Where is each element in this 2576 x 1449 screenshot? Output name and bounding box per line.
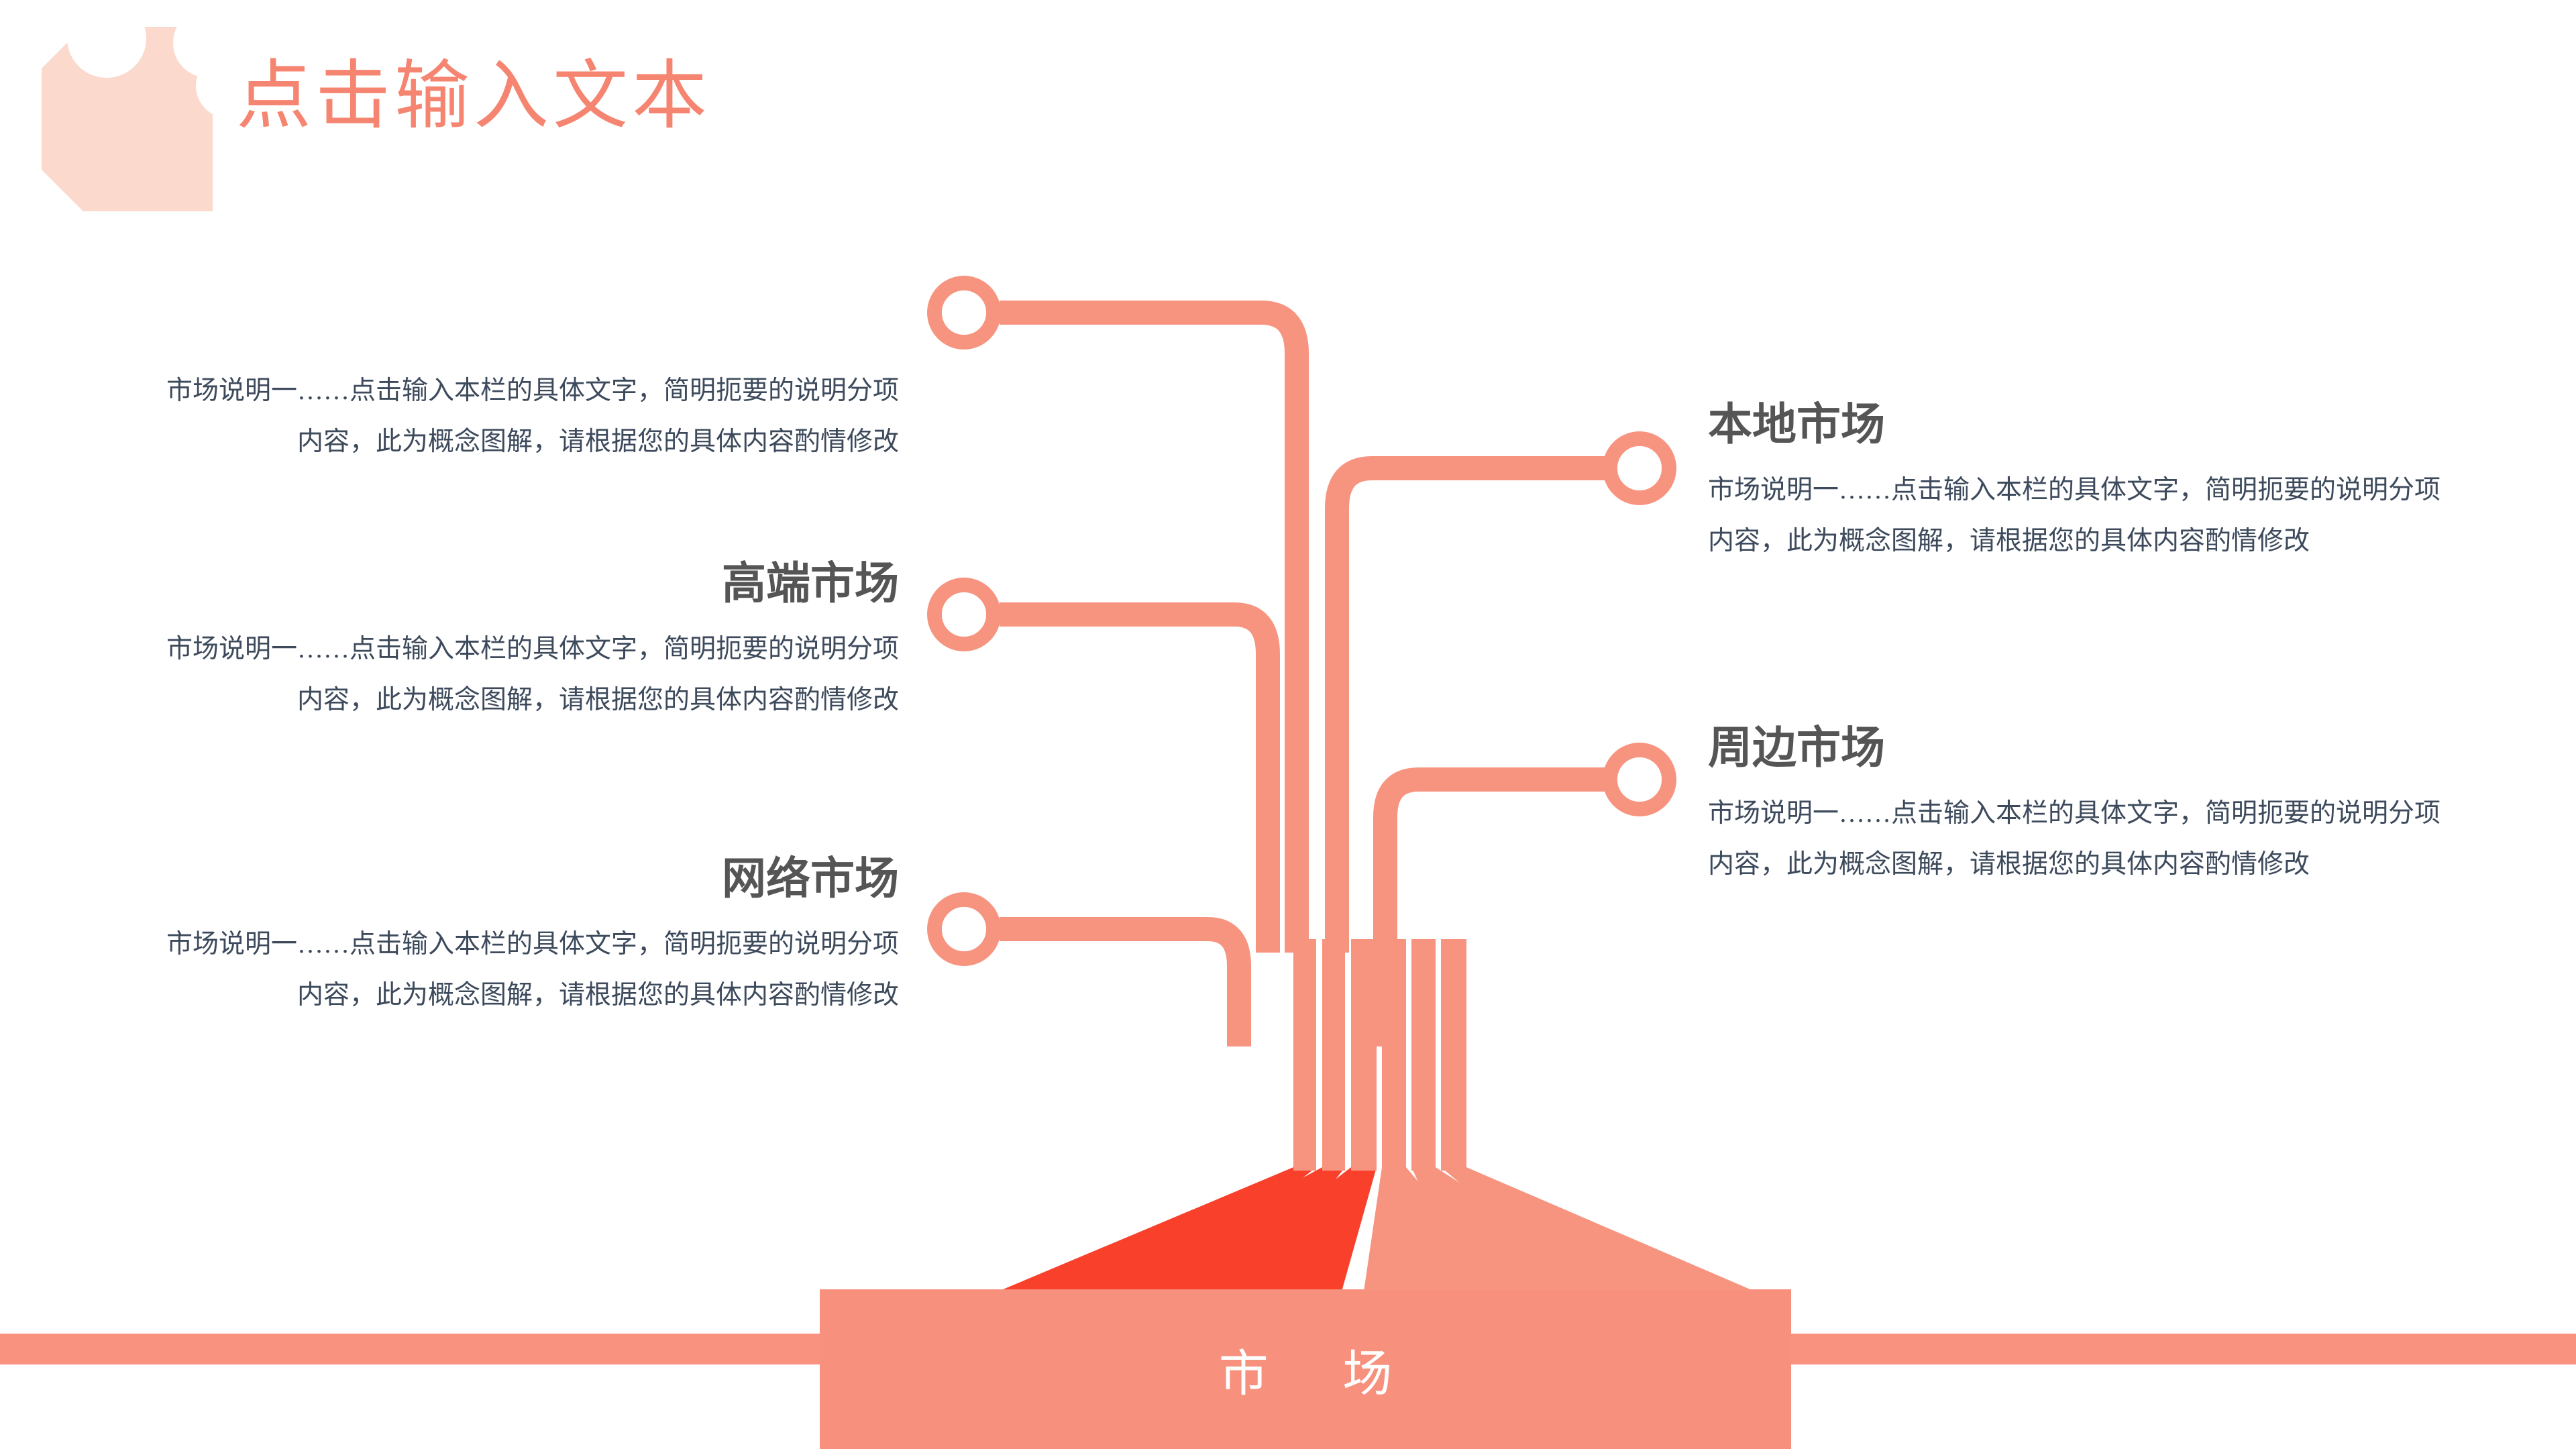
connector-left-top bbox=[1000, 301, 1309, 953]
node-right-bottom-center bbox=[1617, 757, 1662, 802]
node-right-top-ring bbox=[1603, 431, 1676, 505]
fan-ray-red-3 bbox=[1191, 1167, 1377, 1291]
node-right-top-center bbox=[1617, 446, 1662, 490]
text-block-right-2-heading: 周边市场 bbox=[1708, 724, 1885, 773]
connector-right-bottom bbox=[1373, 767, 1605, 1046]
text-block-left-1-body: 市场说明一……点击输入本栏的具体文字，简明扼要的说明分项内容，此为概念图解，请根… bbox=[166, 376, 899, 457]
stem-pipes-group bbox=[1293, 939, 1466, 1171]
fan-ray-red-2 bbox=[1092, 1167, 1345, 1291]
text-block-right-2: 周边市场 市场说明一……点击输入本栏的具体文字，简明扼要的说明分项内容，此为概念… bbox=[1708, 724, 2446, 890]
text-block-left-3-body: 市场说明一……点击输入本栏的具体文字，简明扼要的说明分项内容，此为概念图解，请根… bbox=[166, 929, 899, 1010]
node-left-top-center bbox=[942, 290, 986, 335]
text-block-right-1-body: 市场说明一……点击输入本栏的具体文字，简明扼要的说明分项内容，此为概念图解，请根… bbox=[1708, 475, 2441, 555]
fan-ray-salmon-3 bbox=[1441, 1167, 1755, 1291]
node-left-top-ring bbox=[927, 276, 1001, 350]
stem-pipe-1 bbox=[1293, 939, 1316, 1171]
fan-rays-group bbox=[998, 1167, 1755, 1291]
node-right-bottom-ring bbox=[1603, 743, 1676, 816]
connector-left-bottom bbox=[1000, 917, 1251, 1046]
text-block-left-2-heading: 高端市场 bbox=[722, 559, 899, 608]
text-block-left-3-heading: 网络市场 bbox=[722, 855, 899, 904]
text-block-right-1-heading: 本地市场 bbox=[1708, 400, 1885, 449]
stem-pipe-5 bbox=[1411, 939, 1436, 1171]
connector-left-mid bbox=[1000, 602, 1280, 953]
node-left-mid-ring bbox=[927, 578, 1001, 651]
stem-pipe-6 bbox=[1441, 939, 1466, 1171]
stem-pipe-2 bbox=[1322, 939, 1345, 1171]
text-block-left-1: 市场说明一……点击输入本栏的具体文字，简明扼要的说明分项内容，此为概念图解，请根… bbox=[161, 366, 899, 468]
base-box-label: 市 场 bbox=[1218, 1346, 1424, 1402]
node-centers-group bbox=[942, 290, 1662, 951]
node-left-mid-center bbox=[942, 592, 986, 637]
page-title: 点击输入文本 bbox=[236, 55, 711, 138]
text-block-right-1: 本地市场 市场说明一……点击输入本栏的具体文字，简明扼要的说明分项内容，此为概念… bbox=[1708, 400, 2446, 567]
node-left-bottom-ring bbox=[927, 892, 1001, 966]
text-block-left-2: 高端市场 市场说明一……点击输入本栏的具体文字，简明扼要的说明分项内容，此为概念… bbox=[161, 559, 899, 726]
base-box bbox=[820, 1289, 1791, 1449]
node-rings-group bbox=[927, 276, 1676, 966]
stem-pipe-3 bbox=[1351, 939, 1377, 1171]
connector-pipes-group bbox=[1000, 301, 1605, 1046]
text-block-right-2-body: 市场说明一……点击输入本栏的具体文字，简明扼要的说明分项内容，此为概念图解，请根… bbox=[1708, 798, 2441, 879]
node-left-bottom-center bbox=[942, 907, 986, 951]
connector-right-top bbox=[1325, 456, 1605, 953]
fan-ray-red-1 bbox=[998, 1167, 1316, 1291]
text-block-left-2-body: 市场说明一……点击输入本栏的具体文字，简明扼要的说明分项内容，此为概念图解，请根… bbox=[166, 634, 899, 714]
text-block-left-3: 网络市场 市场说明一……点击输入本栏的具体文字，简明扼要的说明分项内容，此为概念… bbox=[161, 855, 899, 1021]
